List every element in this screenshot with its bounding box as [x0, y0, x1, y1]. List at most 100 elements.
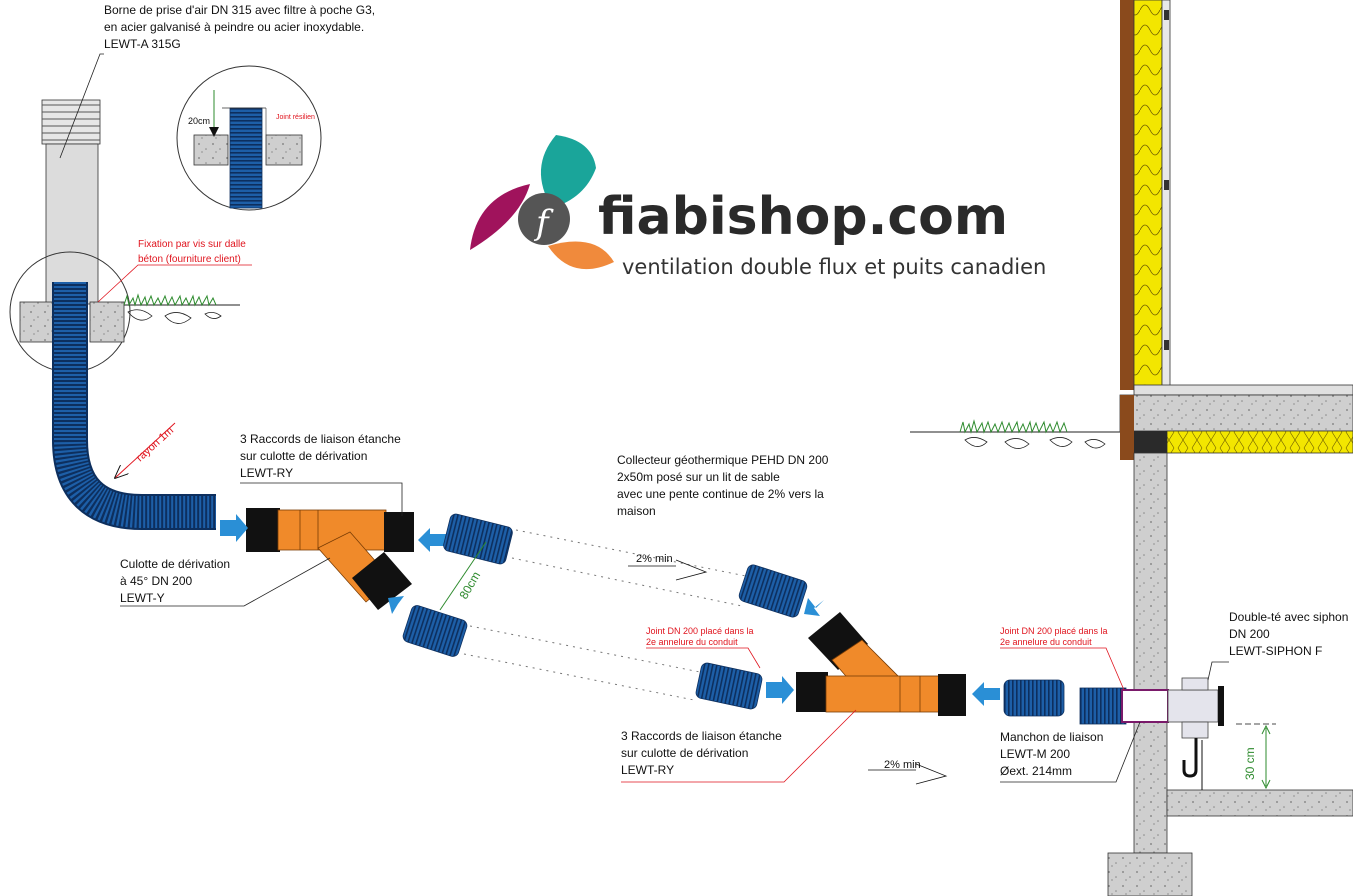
borne-leader — [59, 53, 104, 159]
wye-fitting-bottom — [796, 612, 966, 716]
raccords-top-line2: sur culotte de dérivation — [240, 449, 367, 463]
joint-left-line2: 2e annelure du conduit — [646, 637, 738, 647]
slab-edge-joint — [1134, 431, 1167, 453]
fixation-label-line1: Fixation par vis sur dalle — [138, 239, 246, 250]
culotte-line2: à 45° DN 200 — [120, 574, 193, 588]
flow-arrow-icon — [418, 528, 446, 552]
joint-right-line2: 2e annelure du conduit — [1000, 637, 1092, 647]
logo-orange-leaf — [548, 241, 614, 270]
flow-arrow-icon — [220, 514, 248, 542]
floor-finish — [1133, 384, 1353, 396]
wall-screws — [1164, 10, 1169, 350]
hauteur-arrowheads — [1261, 724, 1271, 790]
coupling-bottom-right — [938, 674, 966, 716]
collecteur-line3: avec une pente continue de 2% vers la — [617, 487, 824, 501]
double-te-line1: Double-té avec siphon — [1229, 610, 1348, 624]
pipe-stub — [695, 662, 763, 710]
floor-slab — [1119, 394, 1353, 432]
coupling-top-branch — [352, 552, 412, 610]
building-section — [1107, 0, 1353, 896]
culotte-line1: Culotte de dérivation — [120, 557, 230, 571]
inner-lining — [1161, 0, 1171, 391]
detail-pipe — [229, 107, 263, 209]
double-te-leader — [1207, 661, 1229, 681]
culotte-line3: LEWT-Y — [120, 591, 165, 605]
manchon-leader — [1000, 721, 1141, 783]
flow-arrow-icon — [388, 596, 404, 614]
wall-sleeve — [1121, 689, 1169, 723]
manchon-line2: LEWT-M 200 — [1000, 747, 1070, 761]
foundation-cladding — [1120, 395, 1134, 460]
raccords-bottom-line2: sur culotte de dérivation — [621, 746, 748, 760]
pipe-into-wall — [1079, 687, 1127, 725]
brand-tagline: ventilation double flux et puits canadie… — [622, 255, 1046, 279]
wye-body-bottom — [825, 675, 941, 713]
collecteur-line2: 2x50m posé sur un lit de sable — [617, 470, 780, 484]
air-intake-terminal-icon — [41, 99, 101, 305]
logo-circle — [518, 193, 570, 245]
joint-left-line1: Joint DN 200 placé dans la — [646, 626, 754, 636]
wall-insulation — [1133, 0, 1163, 391]
manchon-line1: Manchon de liaison — [1000, 730, 1103, 744]
raccords-top-leader — [240, 482, 403, 516]
concrete-block-right — [89, 301, 125, 343]
manchon-line3: Øext. 214mm — [1000, 764, 1072, 778]
pipe-stub — [738, 564, 808, 618]
logo-purple-leaf — [470, 184, 530, 250]
coupling-top-left — [246, 508, 280, 552]
pipe-stub — [443, 513, 513, 565]
culotte-leader — [120, 557, 331, 607]
footing — [1107, 852, 1193, 896]
fixation-leader — [97, 264, 252, 303]
radius-arrow — [115, 422, 176, 478]
foundation-wall — [1133, 452, 1168, 854]
slope-indicator-bottom: 2% min — [868, 759, 948, 785]
slope-bottom-label: 2% min — [884, 759, 921, 771]
ecart-dimension — [439, 541, 487, 611]
joint-right-line1: Joint DN 200 placé dans la — [1000, 626, 1108, 636]
flow-arrow-icon — [804, 598, 824, 616]
raccords-top-line3: LEWT-RY — [240, 466, 293, 480]
double-te-line2: DN 200 — [1229, 627, 1270, 641]
fixation-label-line2: béton (fourniture client) — [138, 254, 241, 265]
ecart-label: 80cm — [456, 569, 483, 601]
collecteur-line1: Collecteur géothermique PEHD DN 200 — [617, 453, 829, 467]
radius-label: rayon 1m — [134, 425, 176, 465]
slope-top-label: 2% min — [636, 553, 673, 565]
joint-resilient-label: Joint résilien — [276, 114, 315, 121]
brand-name: fiabishop.com — [598, 187, 1008, 247]
collecteur-line4: maison — [617, 504, 656, 518]
pipe-stub — [1003, 679, 1065, 717]
raccords-top-line1: 3 Raccords de liaison étanche — [240, 432, 401, 446]
coupling-bottom-left — [796, 672, 828, 712]
raccords-bottom-line1: 3 Raccords de liaison étanche — [621, 729, 782, 743]
detail-circle-top — [176, 65, 322, 211]
pipe-stub — [402, 605, 468, 657]
basement-slab — [1166, 789, 1353, 817]
ground-right — [910, 419, 1120, 449]
detail-20cm-label: 20cm — [188, 116, 210, 126]
grass-icon — [959, 419, 1068, 434]
detail-block-right — [265, 134, 303, 166]
borne-label-line1: Borne de prise d'air DN 315 avec filtre … — [104, 3, 375, 17]
wood-cladding — [1120, 0, 1134, 390]
hauteur-label: 30 cm — [1243, 747, 1257, 780]
coupling-top-right — [384, 512, 414, 552]
joint-left-leader — [646, 647, 761, 669]
flow-arrow-icon — [972, 682, 1000, 706]
borne-label-line2: en acier galvanisé à peindre ou acier in… — [104, 20, 364, 34]
siphon-tee-icon — [1167, 677, 1224, 790]
joint-right-leader — [1000, 647, 1125, 691]
detail-block-left — [193, 134, 229, 166]
double-te-line3: LEWT-SIPHON F — [1229, 644, 1322, 658]
raccords-bottom-leader — [621, 709, 857, 783]
soil-stones-left — [127, 309, 222, 324]
concrete-block-left — [19, 301, 55, 343]
grass-icon — [123, 293, 217, 307]
logo-teal-leaf — [540, 135, 596, 208]
flow-arrow-icon — [766, 676, 794, 704]
borne-label-line3: LEWT-A 315G — [104, 37, 181, 51]
slope-indicator-top: 2% min — [628, 553, 708, 581]
brand-logo: f — [470, 135, 614, 270]
